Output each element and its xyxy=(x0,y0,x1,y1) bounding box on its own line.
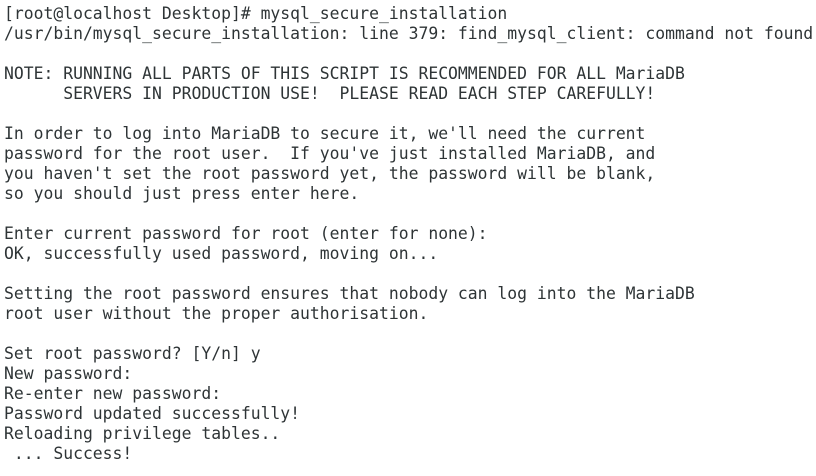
terminal-line-info-3: you haven't set the root password yet, t… xyxy=(4,164,656,183)
terminal-line-note-2: SERVERS IN PRODUCTION USE! PLEASE READ E… xyxy=(4,84,656,103)
terminal-line-info-1: In order to log into MariaDB to secure i… xyxy=(4,124,646,143)
terminal-line-enter-password-prompt: Enter current password for root (enter f… xyxy=(4,224,488,243)
terminal-line-reloading-tables: Reloading privilege tables.. xyxy=(4,424,281,443)
terminal-line-setting-info-1: Setting the root password ensures that n… xyxy=(4,284,695,303)
terminal-line-password-updated: Password updated successfully! xyxy=(4,404,301,423)
terminal-line-success: ... Success! xyxy=(4,444,133,463)
terminal-line-new-password: New password: xyxy=(4,364,133,383)
terminal-line-blank xyxy=(4,264,816,284)
terminal-line-info-4: so you should just press enter here. xyxy=(4,184,360,203)
terminal-line-blank xyxy=(4,324,816,344)
terminal-line-reenter-password: Re-enter new password: xyxy=(4,384,222,403)
terminal-line-set-root-password: Set root password? [Y/n] y xyxy=(4,344,261,363)
terminal-line-blank xyxy=(4,204,816,224)
terminal-line-blank xyxy=(4,44,816,64)
terminal-line-error: /usr/bin/mysql_secure_installation: line… xyxy=(4,24,814,43)
terminal-line-prompt-command: [root@localhost Desktop]# mysql_secure_i… xyxy=(4,4,508,23)
terminal-line-setting-info-2: root user without the proper authorisati… xyxy=(4,304,429,323)
terminal-line-note-1: NOTE: RUNNING ALL PARTS OF THIS SCRIPT I… xyxy=(4,64,685,83)
terminal-line-blank xyxy=(4,104,816,124)
terminal-line-info-2: password for the root user. If you've ju… xyxy=(4,144,656,163)
terminal-line-password-ok: OK, successfully used password, moving o… xyxy=(4,244,439,263)
